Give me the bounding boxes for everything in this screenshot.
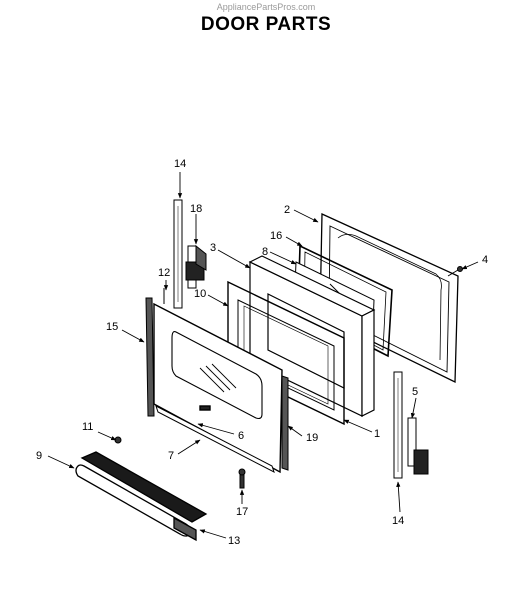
callout-19: 19 — [306, 432, 318, 444]
callout-1: 1 — [374, 428, 380, 440]
callout-3: 3 — [210, 242, 216, 254]
leader-lines — [47, 172, 479, 539]
side-trim-right — [281, 375, 289, 471]
hinge-right — [407, 417, 429, 475]
door-frame — [227, 280, 345, 426]
callout-18: 18 — [190, 203, 202, 215]
callout-10: 10 — [194, 288, 206, 300]
side-trim — [145, 297, 155, 417]
watermark: AppliancePartsPros.com — [216, 2, 316, 12]
callout-11: 11 — [82, 421, 93, 433]
page-title: DOOR PARTS — [200, 14, 332, 35]
screw-17 — [238, 468, 246, 489]
door-handle — [75, 451, 208, 542]
callout-16: 16 — [270, 230, 282, 242]
outer-door-panel — [153, 302, 283, 474]
callout-7: 7 — [168, 450, 174, 462]
callout-14-top: 14 — [174, 158, 186, 170]
hinge-channel-right — [393, 371, 403, 479]
callout-13: 13 — [228, 535, 240, 547]
callout-labels: 14 18 2 16 3 8 4 12 10 15 5 1 6 19 11 7 … — [36, 158, 488, 547]
hinge-left — [185, 244, 207, 289]
door-bottom-trim — [155, 404, 275, 474]
callout-4: 4 — [482, 254, 488, 266]
callout-8: 8 — [262, 246, 268, 258]
callout-2: 2 — [284, 204, 290, 216]
callout-17: 17 — [236, 506, 248, 518]
callout-15: 15 — [106, 321, 118, 333]
callout-14-bottom: 14 — [392, 515, 404, 527]
callout-5: 5 — [412, 386, 418, 398]
callout-12: 12 — [158, 267, 170, 279]
callout-6: 6 — [238, 430, 244, 442]
callout-9: 9 — [36, 450, 42, 462]
hinge-channel-left — [173, 199, 183, 309]
